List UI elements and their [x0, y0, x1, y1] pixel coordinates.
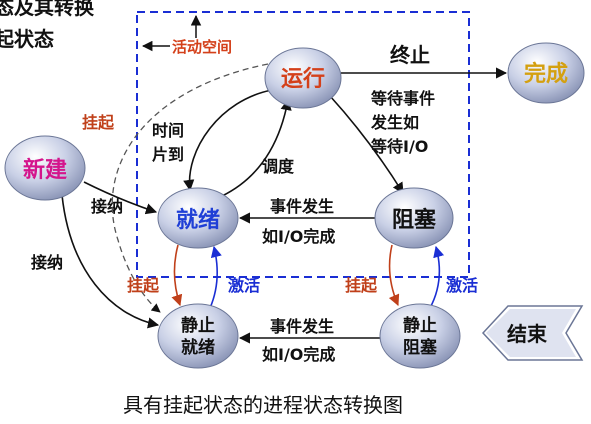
node-ready: 就绪: [157, 187, 239, 249]
edge-activate-ready-label: 激活: [228, 276, 260, 295]
top-fragment-2: 起状态: [0, 27, 54, 51]
edge-dispatch-label: 调度: [262, 157, 295, 176]
edge-suspend-blocked: [388, 244, 400, 307]
node-suspended-ready: 静止 就绪: [157, 303, 239, 369]
node-suspended-ready-label-1: 静止: [181, 315, 215, 336]
edge-activate-blocked-label: 激活: [446, 276, 478, 295]
node-running: 运行: [264, 47, 342, 109]
edge-timeslice-label-1: 时间: [152, 121, 184, 140]
edge-suspend-ready-label: 挂起: [127, 276, 160, 295]
node-done-label: 完成: [524, 61, 568, 87]
node-blocked: 阻塞: [374, 187, 454, 249]
edge-admit-ready: [83, 181, 158, 215]
node-new-label: 新建: [23, 157, 67, 183]
edge-timeslice-label-2: 片到: [152, 145, 184, 164]
node-blocked-label: 阻塞: [392, 207, 437, 233]
edge-wait-label-3: 等待I/O: [370, 137, 428, 156]
node-suspended-blocked: 静止 阻塞: [379, 303, 461, 369]
node-done: 完成: [507, 42, 585, 104]
edge-timeslice: [183, 89, 273, 192]
node-end: 结束: [481, 305, 584, 361]
edge-admit-suspended: [61, 194, 160, 329]
edge-event-bottom-label-1: 事件发生: [270, 317, 334, 336]
edge-wait-label-2: 发生如: [370, 113, 419, 132]
node-suspended-blocked-label-1: 静止: [403, 315, 437, 336]
top-fragment-1: 态及其转换: [0, 0, 95, 19]
edge-admit-label-1: 接纳: [91, 197, 123, 216]
edge-suspend-ready: [171, 244, 183, 307]
edge-admit-label-2: 接纳: [31, 253, 63, 272]
edge-wait-label-1: 等待事件: [370, 89, 435, 108]
edge-event-bottom-label-2: 如I/O完成: [262, 345, 335, 364]
node-suspended-ready-label-2: 就绪: [181, 337, 215, 358]
edge-suspend-running-label: 挂起: [82, 113, 115, 132]
edge-terminate-label: 终止: [390, 43, 430, 67]
node-end-label: 结束: [507, 322, 548, 346]
node-new: 新建: [4, 135, 86, 201]
edge-activate-ready: [209, 245, 222, 309]
active-space-label: 活动空间: [172, 38, 232, 56]
node-suspended-blocked-label-2: 阻塞: [403, 337, 438, 358]
edge-wait: [329, 95, 404, 194]
edge-suspend-running: [111, 63, 269, 313]
node-running-label: 运行: [281, 66, 325, 92]
diagram-caption: 具有挂起状态的进程状态转换图: [123, 393, 403, 417]
edge-event-label-2: 如I/O完成: [262, 227, 335, 246]
edge-suspend-blocked-label: 挂起: [345, 276, 378, 295]
edge-event-label-1: 事件发生: [270, 197, 334, 216]
edge-activate-blocked: [429, 245, 445, 309]
edge-dispatch: [221, 98, 292, 197]
node-ready-label: 就绪: [176, 207, 220, 233]
